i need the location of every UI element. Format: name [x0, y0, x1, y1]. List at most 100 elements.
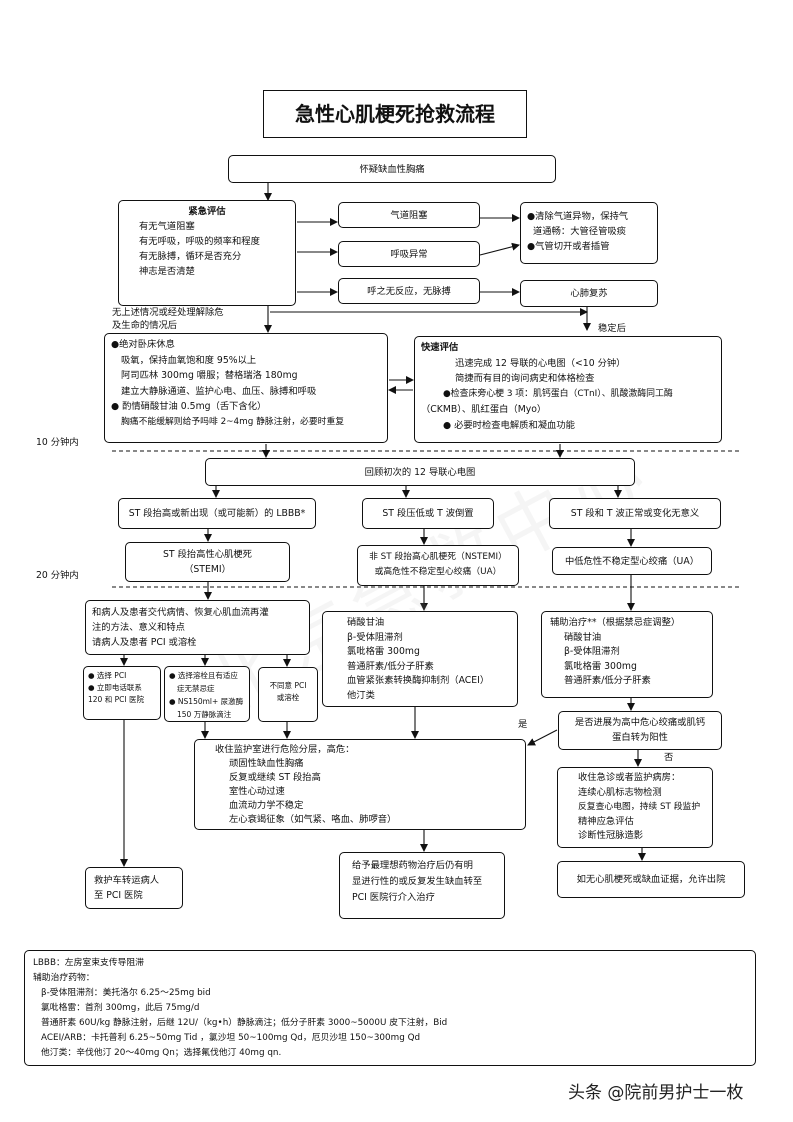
refuse-line: 不同意 PCI	[269, 681, 307, 690]
node-quick-assessment: 快速评估 迅速完成 12 导联的心电图（<10 分钟） 简捷而有目的询问病史和体…	[414, 336, 722, 443]
adjunct-line: 辅助治疗**（根据禁忌症调整）	[550, 617, 681, 628]
quick-title: 快速评估	[421, 342, 459, 353]
footnote-line: ACEI/ARB：卡托普利 6.25~50mg Tid ，氯沙坦 50~100m…	[41, 1033, 421, 1043]
node-suspect-chest-pain: 怀疑缺血性胸痛	[228, 155, 556, 183]
progress-line: 是否进展为高中危心绞痛或肌钙	[574, 717, 706, 728]
emergency-line: 反复查心电图，持续 ST 段监护	[578, 802, 701, 812]
urgent-title: 紧急评估	[188, 206, 226, 217]
emergency-line: 诊断性冠脉造影	[578, 830, 644, 841]
meds-line: 他汀类	[347, 689, 375, 701]
lysis-line: 症无禁忌症	[177, 684, 215, 693]
monitor-line: 反复或继续 ST 段抬高	[229, 772, 321, 783]
node-breathing: 呼吸异常	[338, 241, 480, 267]
node-st-normal: ST 段和 T 波正常或变化无意义	[549, 498, 721, 529]
urgent-line: 神志是否清楚	[139, 266, 195, 277]
adjunct-line: β-受体阻滞剂	[564, 646, 620, 657]
ambulance-line: 救护车转运病人	[94, 875, 160, 886]
node-medications: 硝酸甘油 β-受体阻滞剂 氯吡格雷 300mg 普通肝素/低分子肝素 血管紧张素…	[322, 611, 518, 707]
meds-line: 硝酸甘油	[347, 617, 385, 628]
meds-line: 氯吡格雷 300mg	[347, 646, 420, 657]
progress-line: 蛋白转为阳性	[612, 732, 668, 743]
quick-line: 简捷而有目的询问病史和体格检查	[455, 373, 595, 384]
quick-line: （CKMB）、肌红蛋白（Myo）	[421, 404, 547, 415]
optimal-line: 给予最理想药物治疗后仍有明	[352, 860, 473, 871]
label-no: 否	[664, 752, 674, 763]
clear-line: ●清除气道异物，保持气	[527, 211, 629, 222]
lysis-line: ● 选择溶栓且有适应	[169, 671, 238, 680]
pci-line: 120 和 PCI 医院	[88, 695, 144, 704]
node-cpr: 心肺复苏	[520, 280, 658, 307]
label-20-minutes: 20 分钟内	[36, 570, 79, 581]
label-no-danger: 无上述情况或经处理解除危 及生命的情况后	[112, 307, 224, 331]
adjunct-line: 普通肝素/低分子肝素	[564, 675, 651, 686]
monitor-line: 顽固性缺血性胸痛	[229, 758, 304, 769]
nstemi-line: 非 ST 段抬高心肌梗死（NSTEMI）	[369, 552, 507, 562]
node-choose-pci: ● 选择 PCI ● 立即电话联系 120 和 PCI 医院	[83, 666, 161, 720]
monitor-line: 血流动力学不稳定	[229, 800, 304, 811]
urgent-line: 有无脉搏，循环是否充分	[139, 251, 242, 262]
node-bedrest-treatment: ●绝对卧床休息 吸氧，保持血氧饱和度 95%以上 阿司匹林 300mg 嚼服；替…	[104, 333, 388, 443]
node-adjunct-therapy: 辅助治疗**（根据禁忌症调整） 硝酸甘油 β-受体阻滞剂 氯吡格雷 300mg …	[541, 611, 713, 698]
node-optimal-therapy: 给予最理想药物治疗后仍有明 显进行性的或反复发生缺血转至 PCI 医院行介入治疗	[339, 852, 505, 919]
footnote-line: 氯吡格雷：首剂 300mg，此后 75mg/d	[41, 1003, 200, 1013]
emergency-line: 收住急诊或者监护病房：	[578, 772, 681, 783]
emergency-line: 精神应急评估	[578, 815, 634, 827]
bedrest-line: 胸痛不能缓解则给予吗啡 2~4mg 静脉注射，必要时重复	[121, 416, 345, 427]
meds-line: 普通肝素/低分子肝素	[347, 660, 434, 672]
pci-line: ● 选择 PCI	[88, 671, 127, 680]
node-st-depression: ST 段压低或 T 波倒置	[362, 498, 494, 529]
adjunct-line: 硝酸甘油	[564, 631, 602, 643]
adjunct-line: 氯吡格雷 300mg	[564, 660, 637, 672]
meds-line: β-受体阻滞剂	[347, 631, 403, 643]
monitor-line: 室性心动过速	[229, 786, 285, 797]
source-watermark-text: 头条 @院前男护士一枚	[568, 1083, 744, 1103]
clear-line: 道通畅：大管径管吸痰	[533, 226, 626, 237]
quick-line: ●检查床旁心梗 3 项：肌钙蛋白（CTnI）、肌酸激酶同工酶	[443, 388, 673, 399]
footnote-line: 辅助治疗药物：	[33, 973, 95, 983]
page-title: 急性心肌梗死抢救流程	[263, 90, 527, 138]
footnote-line: LBBB：左房室束支传导阻滞	[33, 958, 144, 968]
footnote-line: β-受体阻滞剂：美托洛尔 6.25～25mg bid	[41, 988, 211, 998]
node-pulseless: 呼之无反应，无脉搏	[338, 278, 480, 304]
node-st-elevation: ST 段抬高或新出现（或可能新）的 LBBB*	[118, 498, 316, 529]
label-10-minutes: 10 分钟内	[36, 437, 79, 448]
node-icu-risk-stratification: 收住监护室进行危险分层，高危： 顽固性缺血性胸痛 反复或继续 ST 段抬高 室性…	[194, 739, 526, 830]
ambulance-line: 至 PCI 医院	[94, 890, 143, 901]
urgent-line: 有无呼吸，呼吸的频率和程度	[139, 236, 260, 247]
bedrest-line: ● 酌情硝酸甘油 0.5mg（舌下含化）	[111, 401, 267, 412]
node-refuse: 不同意 PCI 或溶栓	[258, 667, 318, 722]
bedrest-line: 阿司匹林 300mg 嚼服；替格瑞洛 180mg	[121, 370, 298, 381]
optimal-line: PCI 医院行介入治疗	[352, 892, 435, 903]
monitor-line: 收住监护室进行危险分层，高危：	[215, 744, 355, 755]
quick-line: 迅速完成 12 导联的心电图（<10 分钟）	[455, 357, 626, 369]
bedrest-line: 吸氧，保持血氧饱和度 95%以上	[121, 354, 257, 366]
bedrest-line: ●绝对卧床休息	[111, 339, 175, 350]
node-explain-reperfusion: 和病人及患者交代病情、恢复心肌血流再灌 注的方法、意义和特点 请病人及患者 PC…	[85, 600, 310, 655]
footnote-line: 普通肝素 60U/kg 静脉注射，后继 12U/（kg•h）静脉滴注；低分子肝素…	[41, 1018, 448, 1028]
lysis-line: ● NS150ml+ 尿激酶	[169, 697, 244, 706]
node-ua-low-risk: 中低危性不稳定型心绞痛（UA）	[552, 547, 712, 575]
urgent-line: 有无气道阻塞	[139, 221, 195, 232]
stemi-line: ST 段抬高性心肌梗死	[163, 549, 252, 560]
stemi-line: （STEMI）	[184, 564, 231, 575]
label-yes: 是	[518, 719, 528, 730]
footnote-line: 他汀类：辛伐他汀 20～40mg Qn；选择氟伐他汀 40mg qn.	[41, 1048, 282, 1058]
node-review-ecg: 回顾初次的 12 导联心电图	[205, 458, 635, 486]
explain-line: 请病人及患者 PCI 或溶栓	[92, 637, 197, 648]
node-clear-airway: ●清除气道异物，保持气 道通畅：大管径管吸痰 ●气管切开或者插管	[520, 202, 658, 264]
quick-line: ● 必要时检查电解质和凝血功能	[443, 419, 575, 431]
emergency-line: 连续心肌标志物检测	[578, 786, 662, 798]
lysis-line: 150 万静脉滴注	[177, 710, 232, 719]
nstemi-line: 或高危性不稳定型心绞痛（UA）	[374, 567, 502, 577]
node-nstemi: 非 ST 段抬高心肌梗死（NSTEMI） 或高危性不稳定型心绞痛（UA）	[357, 545, 519, 586]
node-discharge: 如无心肌梗死或缺血证据，允许出院	[557, 861, 745, 898]
node-progression-check: 是否进展为高中危心绞痛或肌钙 蛋白转为阳性	[558, 711, 722, 750]
node-stemi: ST 段抬高性心肌梗死 （STEMI）	[125, 542, 290, 582]
node-urgent-assessment: 紧急评估 有无气道阻塞 有无呼吸，呼吸的频率和程度 有无脉搏，循环是否充分 神志…	[118, 200, 296, 306]
node-ambulance-transfer: 救护车转运病人 至 PCI 医院	[85, 867, 183, 909]
clear-line: ●气管切开或者插管	[527, 241, 610, 252]
node-emergency-ward: 收住急诊或者监护病房： 连续心肌标志物检测 反复查心电图，持续 ST 段监护 精…	[557, 767, 713, 848]
node-choose-thrombolysis: ● 选择溶栓且有适应 症无禁忌症 ● NS150ml+ 尿激酶 150 万静脉滴…	[164, 666, 250, 722]
